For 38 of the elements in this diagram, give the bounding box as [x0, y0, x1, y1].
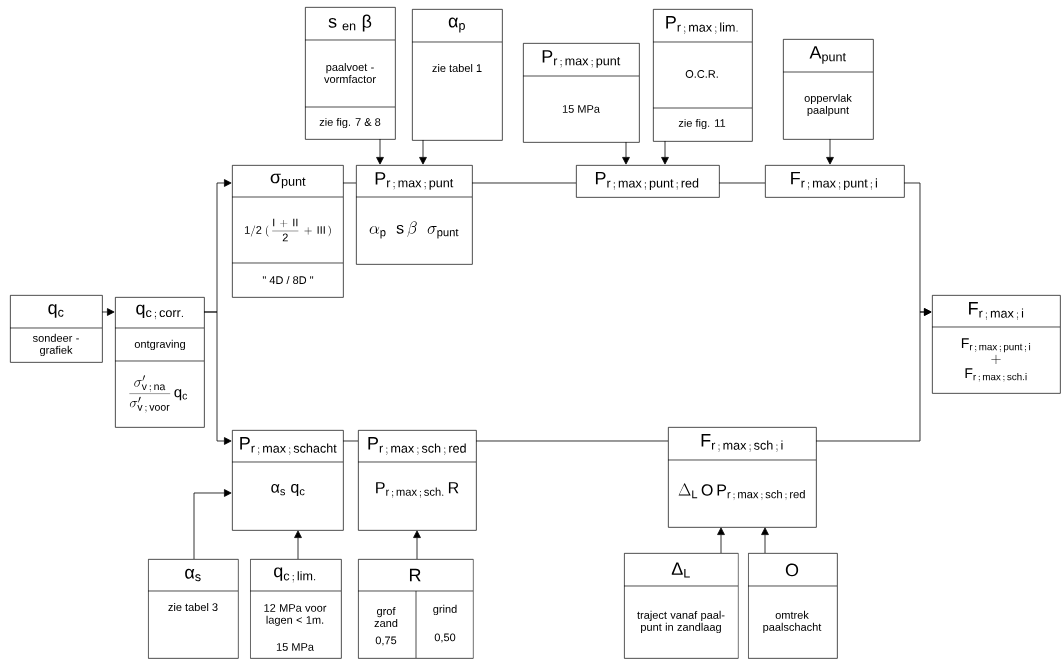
arrow — [815, 308, 932, 442]
variable-box: $\mathrm{F}_{\mathrm{r\,;\,max\,;\,punt\,;\,i}}$ — [765, 165, 905, 198]
variable-box: $\mathrm{P}_{\mathrm{r\,;\,max\,;\,punt\,;\,red}}$ — [576, 165, 720, 198]
connector-line — [471, 182, 577, 184]
arrow — [294, 530, 302, 560]
arrow — [193, 489, 232, 560]
variable-box: $\mathrm{F}_{\mathrm{r\,;\,max\,;\,sch\,;\,i}}$ $\Delta_{\mathrm{L}}\,\mathrm{O}\,\mathrm{P}_{\mathrm{r\,;\,max\,;\,sch\,;\,red}}$ — [667, 427, 817, 528]
variable-box: $\mathrm{P}_{\mathrm{r\,;\,max\,;\,lim.}}$ O.C.R. zie fig. 11 — [652, 9, 753, 142]
variable-box: α$_{p}$ zie tabel 1 — [411, 9, 503, 141]
arrow — [203, 311, 232, 445]
variable-box: σ$_{punt}$ $\mathrm{1/2\;(\,\frac{I\,+\,II}{2}\,+\,III\,)}$ " 4D / 8D " — [231, 165, 344, 298]
connector-line — [475, 440, 669, 442]
variable-box: $\mathrm{P}_{\mathrm{r\,;\,max\,;\,sch\,;\,red}}$ $\mathrm{P}_{\mathrm{r\,;\,max\,;\,sch.}}\,\mathrm{R}$ — [357, 430, 477, 531]
variable-box: s $_{en}$ β paalvoet - vormfactor zie fig. 7 & 8 — [304, 7, 396, 140]
variable-box: $\mathrm{P}_{\mathrm{r\,;\,max\,;\,punt}}$ $\alpha_{\mathrm{p}}\;\;\mathrm{s}\,\beta\;\;\sigma_{\mathrm{punt}}$ — [355, 165, 473, 265]
variable-box: R grof zand 0,75 grind 0,50 — [357, 559, 474, 659]
arrow — [376, 138, 384, 165]
arrow — [419, 139, 427, 165]
variable-box: A$_{punt}$ oppervlak paalpunt — [782, 39, 874, 140]
connector-line — [342, 182, 357, 184]
connector-line — [342, 440, 359, 442]
variable-box: $\mathrm{P}_{\mathrm{r\,;\,max\,;\,punt}}$ 15 MPa — [522, 43, 640, 143]
variable-box: $\mathrm{P}_{\mathrm{r\,;\,max\,;\,schacht}}$ α$_{s}$ q$_{c}$ — [231, 430, 344, 531]
arrow — [661, 140, 669, 165]
variable-box: $\mathrm{F}_{\mathrm{r\,;\,max\,;\,i}}$ $\begin{array}{c}\mathrm{F}_{\mathrm{r\,;\,max\,;\,punt\,;\,i}}\\+\\\mathrm{F}_{\mathrm{r\,;\,max\,;\,sch.i}}\end{array}$ — [931, 295, 1061, 394]
arrow — [826, 138, 834, 165]
variable-box: q$_{c}$ sondeer - grafiek — [9, 295, 103, 363]
arrow — [413, 530, 421, 560]
connector-line — [718, 182, 766, 184]
arrow — [717, 527, 725, 554]
variable-box: Δ$_{L}$ traject vanaf paal- punt in zandlaag — [623, 553, 739, 659]
variable-box: O omtrek paalschacht — [747, 553, 838, 659]
variable-box: $\mathrm{q}_{\mathrm{c\,;\,corr.}}$ ontgraving $\frac{\sigma'_{\mathrm{v\,;\,na}}}{\sigma'_{\mathrm{v\,;\,voor}}}\,\mathrm{q}_{\mathrm{c}}$ — [114, 297, 205, 428]
arrow — [761, 527, 769, 554]
arrow — [622, 141, 630, 165]
variable-box: α$_{s}$ zie tabel 3 — [147, 559, 239, 659]
variable-box: $\mathrm{q}_{\mathrm{c\,;\,lim.}}$ 12 MPa voor lagen < 1m. 15 MPa — [249, 559, 342, 659]
arrow — [101, 308, 115, 316]
